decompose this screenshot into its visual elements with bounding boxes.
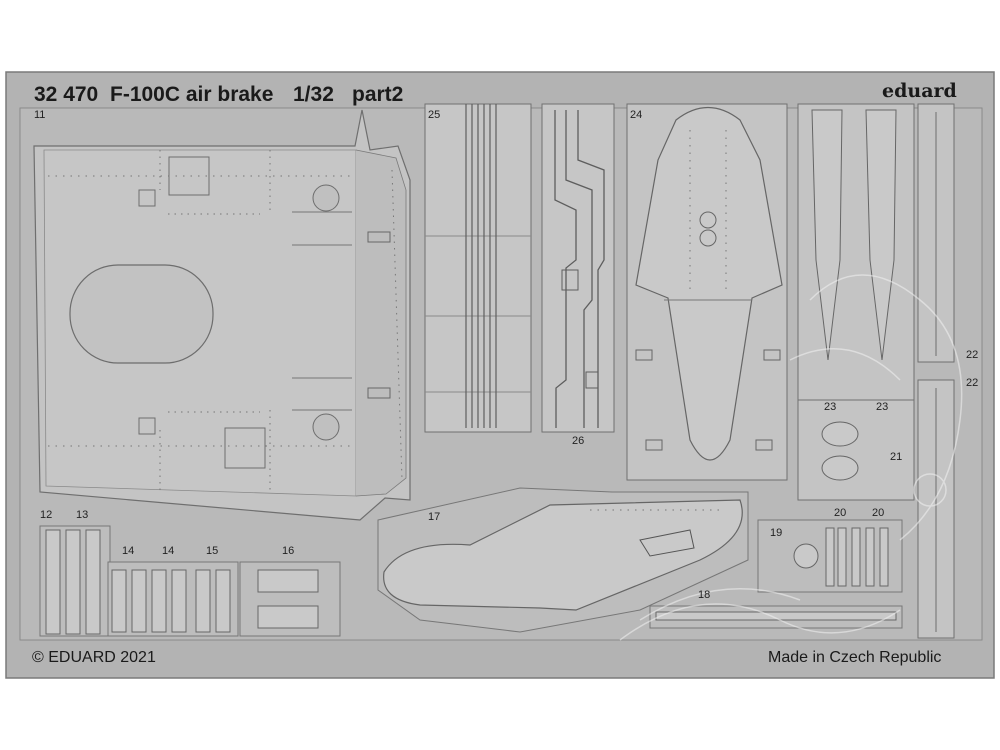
part-number: 25 xyxy=(428,109,441,121)
part-number: 24 xyxy=(630,109,643,121)
part-number: 17 xyxy=(428,511,441,523)
part-19-20 xyxy=(757,519,903,593)
part-number: 14 xyxy=(122,545,135,557)
part-17-fairing xyxy=(377,487,749,633)
part-number: 20 xyxy=(834,507,847,519)
origin-text: Made in Czech Republic xyxy=(768,649,942,666)
part-26-lines xyxy=(541,103,615,433)
part-number: 21 xyxy=(890,451,903,463)
part-number: 22 xyxy=(966,349,979,361)
part-number: 20 xyxy=(872,507,885,519)
scale-label: 1/32 xyxy=(293,83,334,106)
part-number: 11 xyxy=(34,109,46,121)
part-number: 13 xyxy=(76,509,89,521)
part-24-fairing xyxy=(626,103,788,481)
parts-12-15-strips xyxy=(39,525,239,637)
product-name: F-100C air brake xyxy=(110,83,274,106)
part-label: part2 xyxy=(352,83,404,106)
part-21-23-fittings xyxy=(797,399,915,501)
part-25-lines xyxy=(424,103,532,433)
part-number: 26 xyxy=(572,435,585,447)
part-number: 23 xyxy=(824,401,837,413)
part-number: 16 xyxy=(282,545,295,557)
part-16-brackets xyxy=(239,561,341,637)
part-number: 12 xyxy=(40,509,53,521)
part-number: 23 xyxy=(876,401,889,413)
part-number: 15 xyxy=(206,545,219,557)
part-number: 22 xyxy=(966,377,979,389)
part-number: 19 xyxy=(770,527,783,539)
catalog-number: 32 470 xyxy=(34,83,99,106)
part-number: 14 xyxy=(162,545,175,557)
part-11-air-brake-panel xyxy=(33,109,411,521)
part-18-rail xyxy=(649,605,903,629)
part-number: 18 xyxy=(698,589,711,601)
brand-logo: eduard xyxy=(882,80,957,102)
copyright-text: © EDUARD 2021 xyxy=(32,649,156,666)
eduard-watermark-emblem xyxy=(619,274,963,641)
